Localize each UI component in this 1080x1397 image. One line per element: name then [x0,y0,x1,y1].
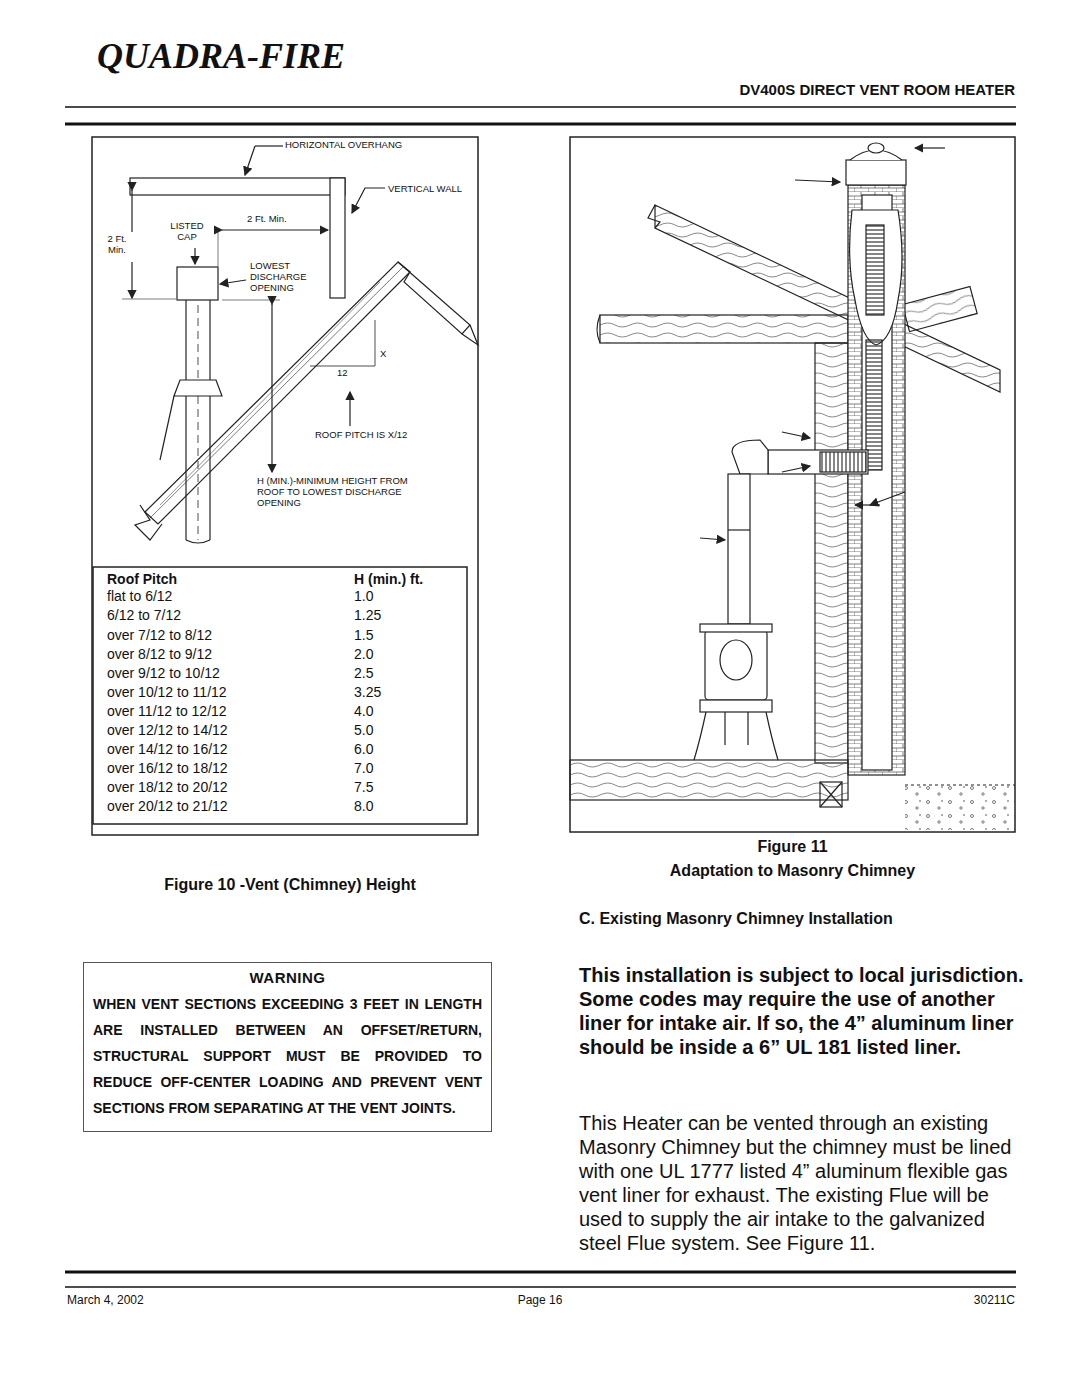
warning-box: WARNING WHEN VENT SECTIONS EXCEEDING 3 FE… [83,962,492,1132]
callout-label: ROOF PITCH IS X/12 [314,430,408,441]
table-cell: over 9/12 to 10/12 [107,665,220,681]
dimension-label: 2 Ft. Min. [246,214,288,225]
body-paragraph: This Heater can be vented through an exi… [579,1111,1027,1255]
callout-label: LISTED CAP [163,221,211,243]
figure-caption: Figure 11 [620,838,965,856]
table-cell: 1.0 [354,588,373,604]
table-cell: over 14/12 to 16/12 [107,741,228,757]
table-cell: 6/12 to 7/12 [107,607,181,623]
table-cell: H (min.) ft. [354,571,423,587]
table-cell: 2.5 [354,665,373,681]
brand-logo: QUADRA-FIRE [97,36,345,77]
table-cell: 7.0 [354,760,373,776]
table-cell: 1.25 [354,607,381,623]
figure-caption: Figure 10 -Vent (Chimney) Height [80,876,500,894]
figure-10 [92,137,478,835]
table-cell: over 20/12 to 21/12 [107,798,228,814]
footer-page: Page 16 [440,1294,640,1308]
section-heading: C. Existing Masonry Chimney Installation [579,910,893,928]
dimension-label: 2 Ft. Min. [101,234,133,256]
table-cell: over 11/12 to 12/12 [107,703,227,719]
warning-text: WHEN VENT SECTIONS EXCEEDING 3 FEET IN L… [93,991,482,1121]
footer-date: March 4, 2002 [67,1294,144,1308]
table-cell: 2.0 [354,646,373,662]
dimension-label: 12 [336,368,349,379]
table-cell: 7.5 [354,779,373,795]
callout-label: H (MIN.)-MINIMUM HEIGHT FROM ROOF TO LOW… [256,476,418,509]
table-cell: 8.0 [354,798,373,814]
figure-11 [570,137,1015,832]
figure-caption: Adaptation to Masonry Chimney [620,862,965,880]
note-paragraph: This installation is subject to local ju… [579,963,1024,1059]
table-cell: over 18/12 to 20/12 [107,779,228,795]
table-cell: 4.0 [354,703,373,719]
table-cell: Roof Pitch [107,571,177,587]
table-cell: flat to 6/12 [107,588,172,604]
table-cell: over 7/12 to 8/12 [107,627,212,643]
table-cell: 5.0 [354,722,373,738]
table-cell: over 12/12 to 14/12 [107,722,228,738]
dimension-label: X [379,349,387,360]
table-cell: 3.25 [354,684,381,700]
running-header: DV400S DIRECT VENT ROOM HEATER [660,81,1015,98]
table-cell: 1.5 [354,627,373,643]
callout-label: LOWEST DISCHARGE OPENING [249,261,323,294]
warning-heading: WARNING [93,969,482,987]
callout-label: VERTICAL WALL [387,184,463,195]
table-cell: over 8/12 to 9/12 [107,646,212,662]
footer-docnum: 30211C [815,1294,1015,1308]
header-rules [65,107,1016,1287]
table-cell: over 10/12 to 11/12 [107,684,227,700]
table-cell: over 16/12 to 18/12 [107,760,228,776]
table-cell: 6.0 [354,741,373,757]
callout-label: HORIZONTAL OVERHANG [284,140,403,151]
